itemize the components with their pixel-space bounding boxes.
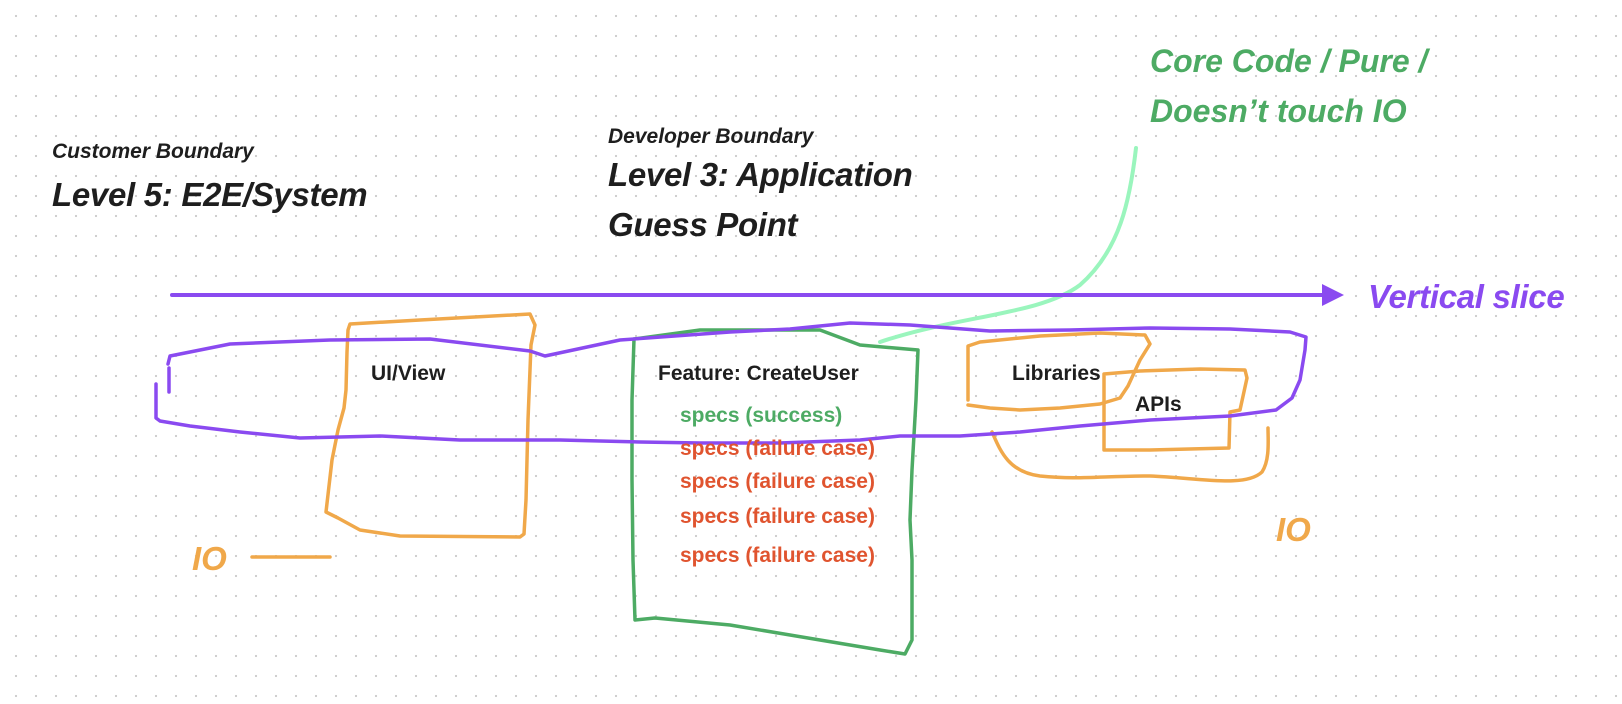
apis-label[interactable]: APIs (1135, 393, 1182, 416)
developer-level-title[interactable]: Level 3: Application (608, 156, 913, 193)
guess-point-label[interactable]: Guess Point (608, 206, 798, 243)
ui-view-label[interactable]: UI/View (371, 362, 446, 385)
libraries-box-outline[interactable] (966, 331, 1152, 412)
customer-level-title[interactable]: Level 5: E2E/System (52, 176, 368, 213)
spec-failure-3[interactable]: specs (failure case) (680, 505, 875, 528)
developer-boundary-label[interactable]: Developer Boundary (608, 125, 814, 148)
libraries-label[interactable]: Libraries (1012, 362, 1101, 385)
spec-failure-4[interactable]: specs (failure case) (680, 544, 875, 567)
vertical-slice-arrowhead[interactable] (1322, 284, 1344, 306)
customer-boundary-label[interactable]: Customer Boundary (52, 140, 254, 163)
vertical-slice-enclosure[interactable] (154, 321, 1308, 445)
io-label-right[interactable]: IO (1276, 511, 1311, 548)
spec-failure-2[interactable]: specs (failure case) (680, 470, 875, 493)
spec-success[interactable]: specs (success) (680, 404, 843, 427)
feature-box-outline[interactable] (630, 328, 920, 656)
feature-label[interactable]: Feature: CreateUser (658, 362, 859, 385)
io-bottom-loop[interactable] (990, 426, 1270, 483)
core-code-note-line-2[interactable]: Doesn’t touch IO (1150, 93, 1407, 129)
mint-connector-curve[interactable] (878, 146, 1138, 344)
io-label-left[interactable]: IO (192, 540, 227, 577)
core-code-note-line-1[interactable]: Core Code / Pure / (1150, 43, 1428, 79)
apis-box-outline[interactable] (1102, 367, 1249, 452)
spec-failure-1[interactable]: specs (failure case) (680, 437, 875, 460)
vertical-slice-label[interactable]: Vertical slice (1368, 278, 1565, 315)
ui-view-box-outline[interactable] (324, 312, 537, 539)
